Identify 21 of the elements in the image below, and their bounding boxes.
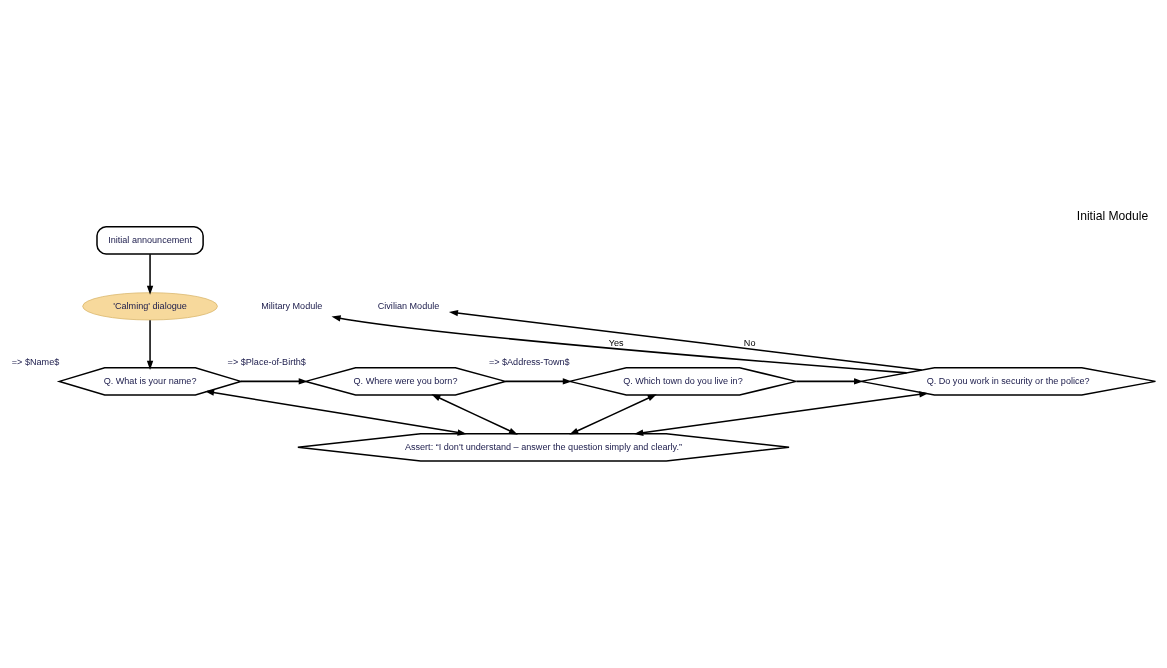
arrow	[146, 319, 154, 370]
arrow	[431, 394, 518, 435]
arrow	[569, 394, 657, 435]
arrow	[634, 391, 929, 436]
node-label: => $Name$	[11, 357, 60, 368]
arrow	[448, 309, 923, 371]
arrow	[240, 378, 308, 385]
node-text: Civilian Module	[377, 300, 440, 311]
node-text: Military Module	[261, 300, 323, 311]
node-label: => $Address-Town$	[488, 357, 570, 368]
arrow	[331, 315, 908, 374]
node-label: => $Place-of-Birth$	[227, 357, 306, 368]
arrow	[205, 389, 467, 436]
edge-label: Yes	[608, 338, 624, 349]
diagram-title: Initial Module	[1076, 208, 1149, 223]
node-box: Initial announcement	[96, 226, 204, 255]
arrow	[504, 378, 572, 385]
arrow	[795, 378, 864, 385]
edge-label: No	[743, 338, 756, 349]
arrow	[146, 253, 154, 295]
node-ellipse: 'Calming' dialogue	[82, 292, 218, 321]
